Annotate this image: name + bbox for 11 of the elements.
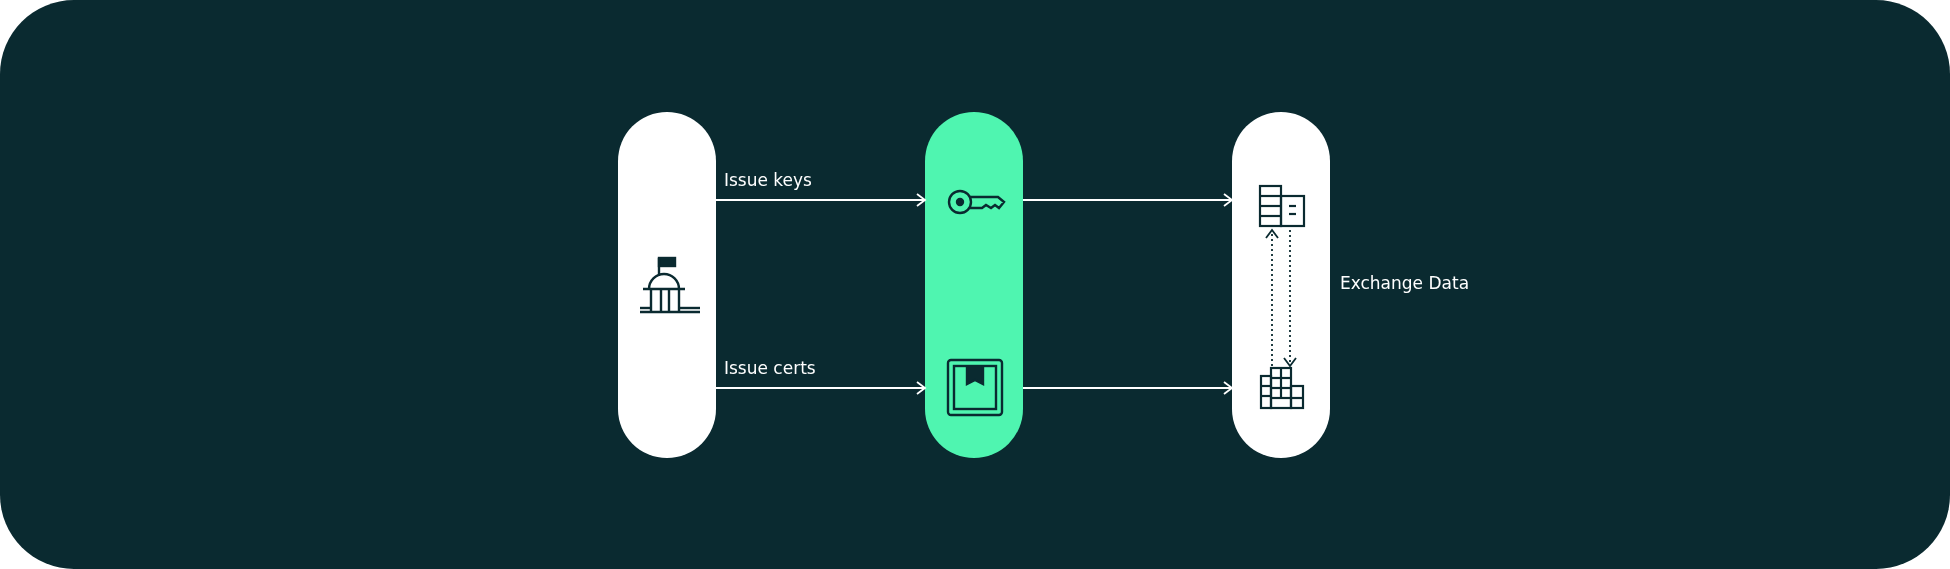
side-label: Exchange Data — [1340, 273, 1470, 293]
arrow — [1022, 381, 1233, 395]
arrow — [1022, 193, 1233, 207]
arrow — [715, 381, 926, 395]
arrow — [715, 193, 926, 207]
edge-label: Issue keys — [724, 170, 812, 190]
dotted-arrow — [1283, 229, 1297, 367]
office-building-icon — [1258, 184, 1306, 230]
dotted-arrow — [1265, 229, 1279, 367]
office-buildings-icon — [1259, 366, 1305, 410]
edge-label: Issue certs — [724, 358, 816, 378]
